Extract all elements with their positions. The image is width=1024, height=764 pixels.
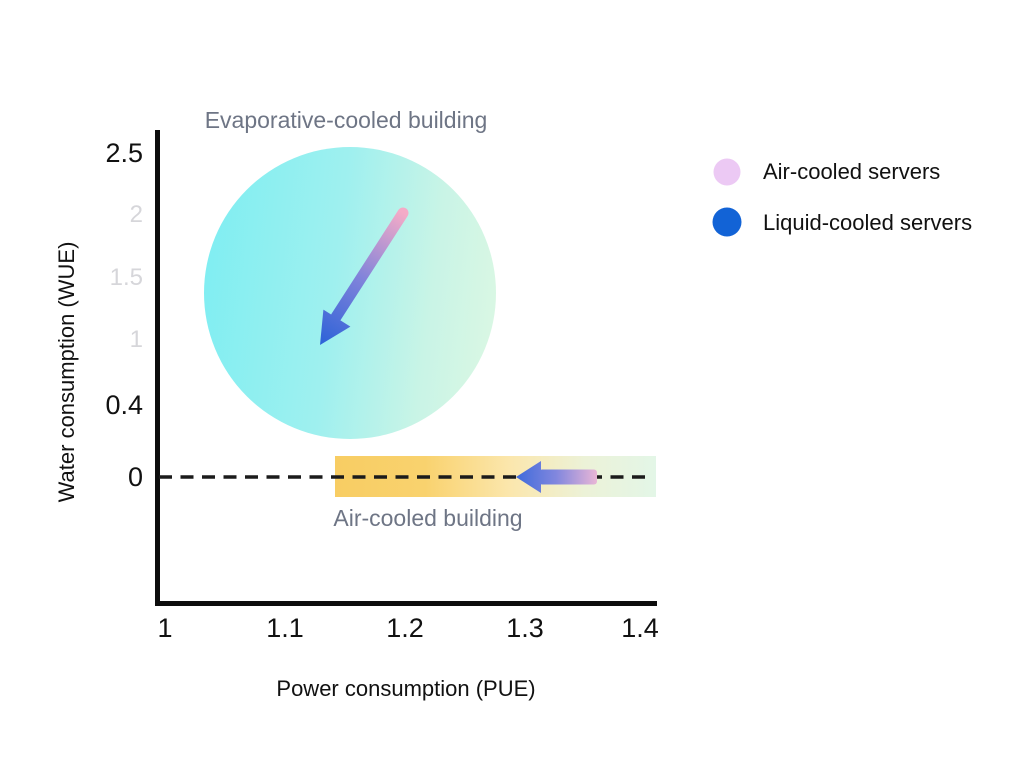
y-tick-0: 0 bbox=[127, 462, 143, 492]
liquid-cooled-servers-swatch bbox=[712, 207, 742, 237]
air-cooled-region-label: Air-cooled building bbox=[333, 505, 523, 531]
x-tick-1: 1 bbox=[157, 613, 173, 643]
air-cooled-region-band bbox=[335, 456, 656, 497]
x-tick-1-2: 1.2 bbox=[386, 613, 424, 643]
x-axis-title: Power consumption (PUE) bbox=[276, 676, 536, 701]
y-tick-2-5: 2.5 bbox=[105, 138, 143, 168]
x-tick-1-4: 1.4 bbox=[621, 613, 659, 643]
legend-label-liquid-cooled: Liquid-cooled servers bbox=[763, 210, 973, 235]
y-axis-title: Water consumption (WUE) bbox=[54, 241, 79, 503]
liquid-cooled-swatch-circle bbox=[712, 207, 742, 237]
y-tick-2: 2 bbox=[129, 201, 143, 228]
evaporative-cooled-region-circle bbox=[204, 147, 496, 439]
air-cooled-servers-swatch bbox=[713, 158, 741, 186]
legend-label-air-cooled: Air-cooled servers bbox=[763, 159, 941, 184]
x-axis-line bbox=[155, 601, 657, 606]
y-tick-1: 1 bbox=[129, 326, 143, 353]
y-axis-line bbox=[155, 130, 160, 606]
y-tick-1-5: 1.5 bbox=[109, 264, 143, 291]
evaporative-region-label: Evaporative-cooled building bbox=[204, 107, 488, 133]
x-tick-1-1: 1.1 bbox=[266, 613, 304, 643]
y-tick-0-4: 0.4 bbox=[105, 390, 143, 420]
x-tick-1-3: 1.3 bbox=[506, 613, 544, 643]
air-cooled-swatch-circle bbox=[713, 158, 741, 186]
